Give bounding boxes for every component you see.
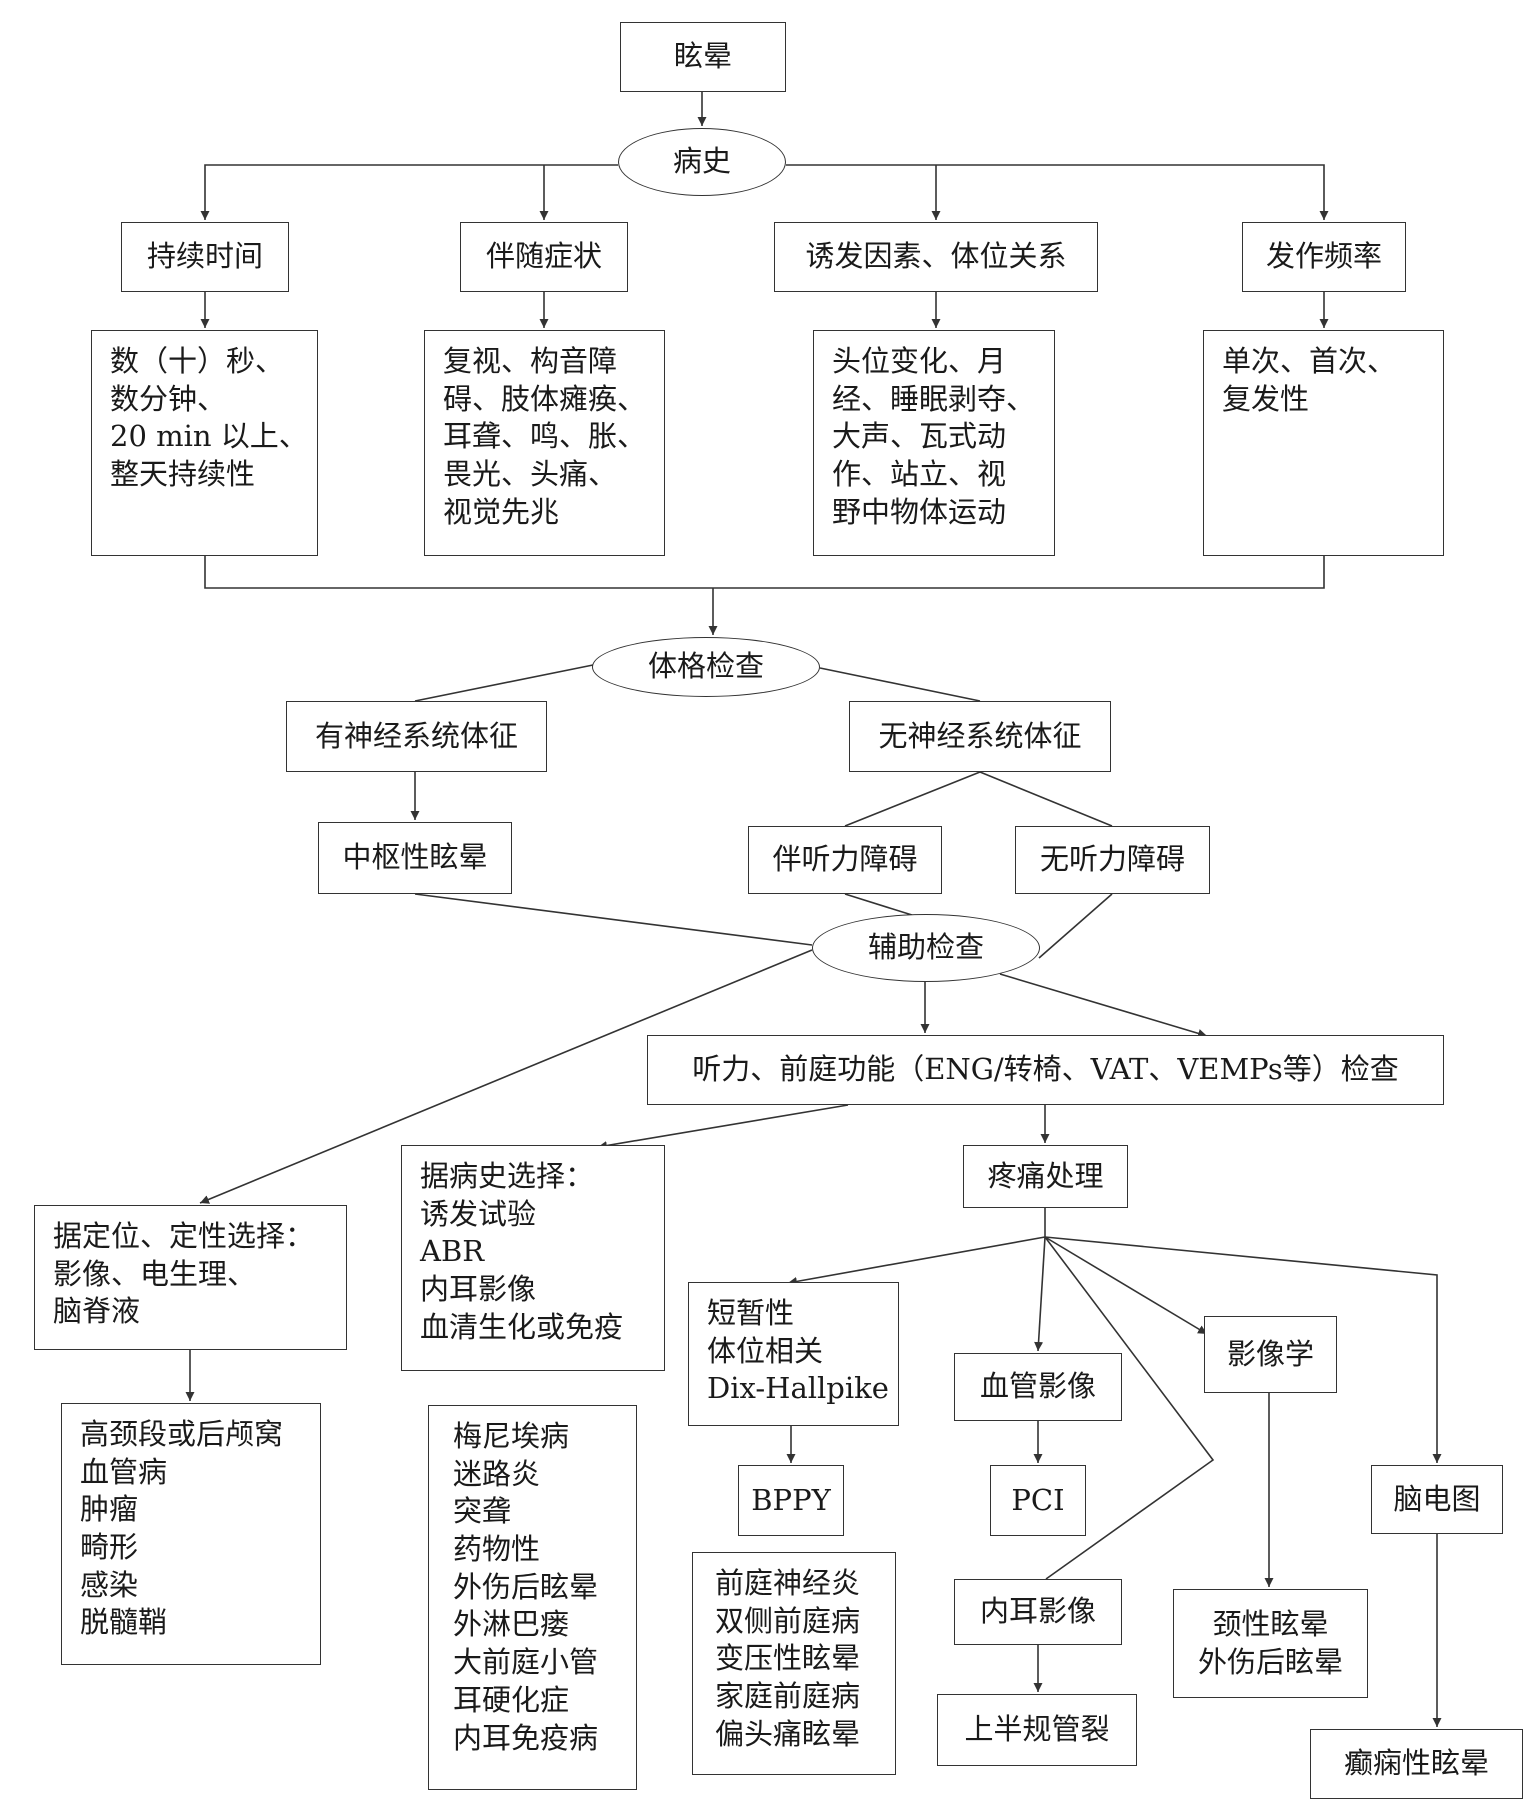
cause-item: 畸形: [80, 1530, 139, 1565]
detail-line: 影像、电生理、: [53, 1256, 257, 1291]
symptoms-box: 伴随症状: [460, 222, 628, 292]
detail-line: 据定位、定性选择：: [53, 1219, 315, 1253]
triggers-detail-box: 头位变化、月 经、睡眠剥夺、 大声、瓦式动 作、站立、视 野中物体运动: [813, 330, 1055, 556]
history-ellipse: 病史: [618, 128, 786, 196]
detail-line: 数（十）秒、: [110, 344, 285, 378]
no-neuro-signs-box: 无神经系统体征: [849, 701, 1111, 772]
detail-line: 整天持续性: [110, 457, 256, 492]
cause-item: 前庭神经炎: [715, 1566, 861, 1600]
detail-line: 数分钟、: [110, 381, 227, 416]
detail-line: 畏光、头痛、: [443, 457, 618, 492]
cause-item: 大前庭小管: [453, 1645, 599, 1680]
cause-item: 双侧前庭病: [715, 1603, 861, 1638]
detail-line: 血清生化或免疫: [420, 1309, 624, 1344]
cause-item: 外伤后眩晕: [453, 1569, 599, 1604]
symptoms-detail-box: 复视、构音障 碍、肢体瘫痪、 耳聋、鸣、胀、 畏光、头痛、 视觉先兆: [424, 330, 665, 556]
detail-line: 诱发试验: [420, 1196, 537, 1231]
vestibular-causes-box: 前庭神经炎 双侧前庭病 变压性眩晕 家庭前庭病 偏头痛眩晕: [692, 1552, 896, 1775]
detail-line: 脑脊液: [53, 1294, 141, 1329]
cause-item: 高颈段或后颅窝: [80, 1417, 284, 1451]
eeg-box: 脑电图: [1371, 1465, 1503, 1534]
central-vertigo-box: 中枢性眩晕: [318, 822, 512, 894]
detail-line: 视觉先兆: [443, 494, 560, 529]
imaging-box: 影像学: [1204, 1316, 1337, 1393]
detail-line: 复发性: [1222, 381, 1310, 416]
detail-line: 野中物体运动: [832, 494, 1007, 529]
peripheral-causes-box: 梅尼埃病 迷路炎 突聋 药物性 外伤后眩晕 外淋巴瘘 大前庭小管 耳硬化症 内耳…: [428, 1405, 637, 1790]
detail-line: 单次、首次、: [1222, 344, 1397, 378]
epileptic-vertigo-box: 癫痫性眩晕: [1310, 1729, 1523, 1799]
cause-item: 外淋巴瘘: [453, 1607, 570, 1642]
cause-item: 颈性眩晕: [1212, 1606, 1329, 1641]
superior-canal-box: 上半规管裂: [937, 1694, 1137, 1766]
auxiliary-exam-ellipse: 辅助检查: [812, 914, 1040, 982]
physical-exam-ellipse: 体格检查: [592, 637, 820, 697]
detail-line: 20 min 以上、: [110, 419, 308, 454]
vestibular-test-box: 听力、前庭功能（ENG/转椅、VAT、VEMPs等）检查: [647, 1035, 1444, 1105]
triggers-box: 诱发因素、体位关系: [774, 222, 1098, 292]
dizziness-box: 眩晕: [620, 22, 786, 92]
bppv-box: BPPY: [738, 1465, 844, 1536]
duration-detail-box: 数（十）秒、 数分钟、 20 min 以上、 整天持续性: [91, 330, 318, 556]
history-select-box: 据病史选择： 诱发试验 ABR 内耳影像 血清生化或免疫: [401, 1145, 665, 1371]
cause-item: 外伤后眩晕: [1197, 1644, 1343, 1679]
cause-item: 耳硬化症: [453, 1682, 570, 1717]
detail-line: 短暂性: [707, 1296, 795, 1330]
cause-item: 突聋: [453, 1494, 512, 1529]
cause-item: 梅尼埃病: [453, 1419, 570, 1453]
cause-item: 感染: [80, 1567, 139, 1602]
frequency-detail-box: 单次、首次、 复发性: [1203, 330, 1444, 556]
detail-line: 据病史选择：: [420, 1159, 595, 1193]
vascular-imaging-box: 血管影像: [954, 1353, 1122, 1421]
cause-item: 偏头痛眩晕: [715, 1716, 861, 1751]
inner-ear-imaging-box: 内耳影像: [954, 1579, 1122, 1645]
positional-box: 短暂性 体位相关 Dix-Hallpike: [688, 1282, 899, 1426]
cause-item: 内耳免疫病: [453, 1720, 599, 1755]
localize-select-box: 据定位、定性选择： 影像、电生理、 脑脊液: [34, 1205, 347, 1350]
pain-management-box: 疼痛处理: [963, 1145, 1128, 1208]
without-hearing-loss-box: 无听力障碍: [1015, 826, 1210, 894]
with-hearing-loss-box: 伴听力障碍: [748, 826, 942, 894]
cervical-trauma-box: 颈性眩晕 外伤后眩晕: [1173, 1589, 1368, 1698]
cause-item: 变压性眩晕: [715, 1641, 861, 1676]
detail-line: 作、站立、视: [832, 457, 1007, 492]
detail-line: 碍、肢体瘫痪、: [443, 381, 647, 416]
frequency-box: 发作频率: [1242, 222, 1406, 292]
cause-item: 脱髓鞘: [80, 1605, 168, 1640]
cause-item: 肿瘤: [80, 1492, 139, 1527]
cause-item: 药物性: [453, 1532, 541, 1567]
cause-item: 血管病: [80, 1454, 168, 1489]
detail-line: 内耳影像: [420, 1272, 537, 1307]
detail-line: ABR: [420, 1234, 485, 1269]
detail-line: 耳聋、鸣、胀、: [443, 419, 647, 454]
duration-box: 持续时间: [121, 222, 289, 292]
pci-box: PCI: [990, 1465, 1086, 1536]
detail-line: 大声、瓦式动: [832, 419, 1007, 454]
detail-line: 经、睡眠剥夺、: [832, 381, 1036, 416]
neuro-signs-box: 有神经系统体征: [286, 701, 547, 772]
detail-line: Dix-Hallpike: [707, 1371, 889, 1406]
central-causes-box: 高颈段或后颅窝 血管病 肿瘤 畸形 感染 脱髓鞘: [61, 1403, 321, 1665]
detail-line: 复视、构音障: [443, 344, 618, 378]
cause-item: 家庭前庭病: [715, 1679, 861, 1714]
detail-line: 头位变化、月: [832, 344, 1007, 378]
detail-line: 体位相关: [707, 1333, 824, 1368]
cause-item: 迷路炎: [453, 1456, 541, 1491]
